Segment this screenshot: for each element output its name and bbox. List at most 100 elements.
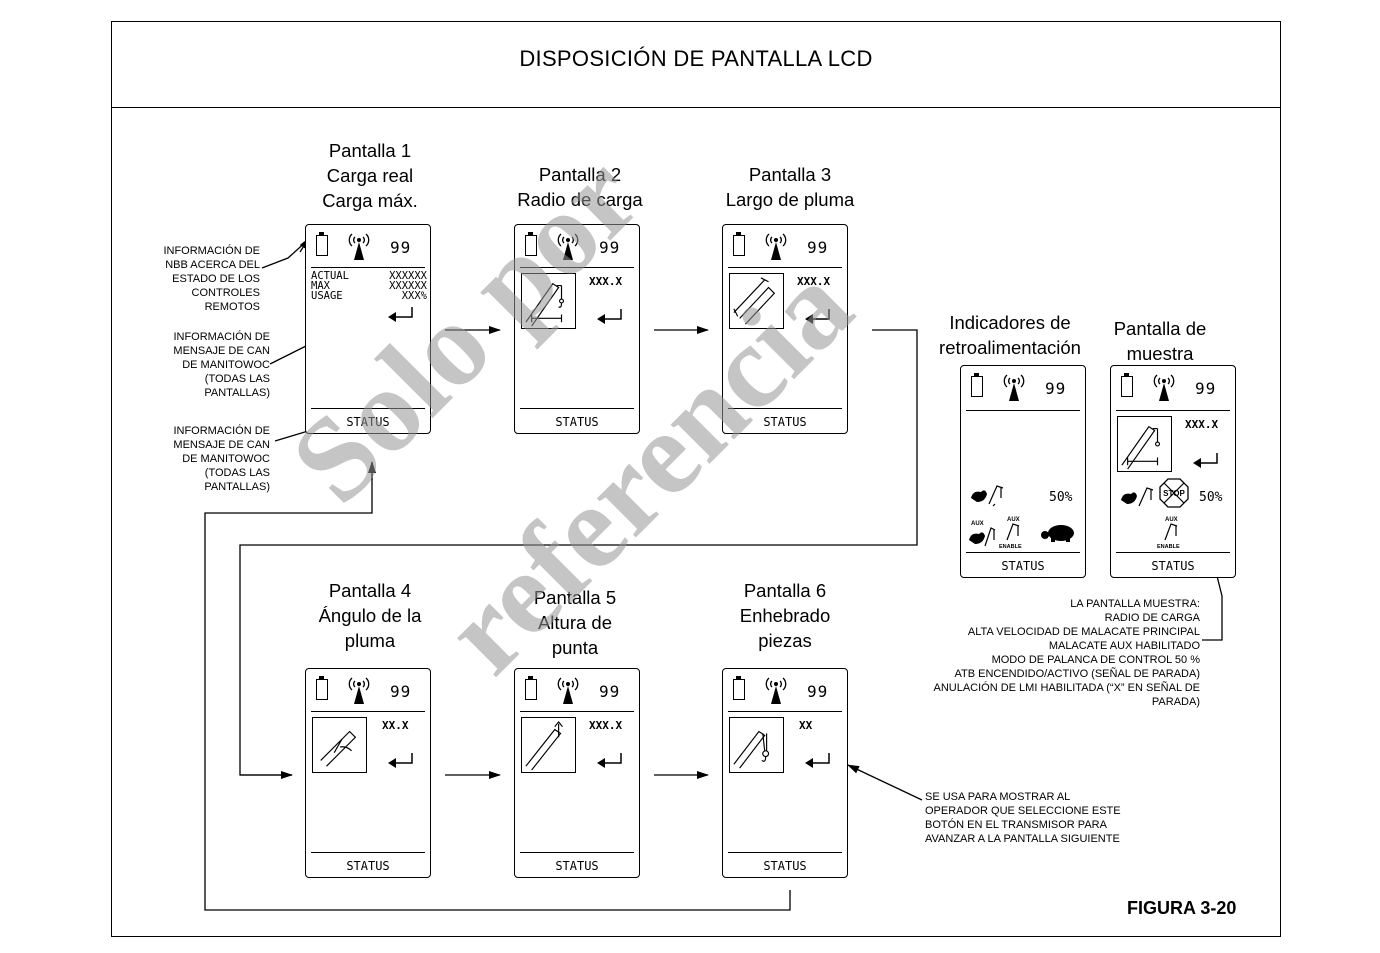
enter-arrow-icon: [597, 753, 622, 768]
signal-count: 99: [1195, 379, 1217, 398]
status-label: STATUS: [1001, 559, 1045, 573]
enter-arrow-icon: [805, 753, 830, 768]
aux-hoist-high-speed-icon: AUX: [969, 521, 996, 547]
bottom-divider: [1116, 552, 1230, 553]
signal-count: 99: [390, 238, 412, 257]
bottom-divider: [311, 408, 425, 409]
antenna-signal-icon: [557, 677, 579, 704]
leader-enter-button: [847, 764, 923, 801]
signal-count: 99: [807, 238, 829, 257]
load-radius-icon: [1117, 416, 1172, 472]
lcd-screen-4: 99 XX.X STATUS: [305, 668, 431, 878]
antenna-signal-icon: [557, 233, 579, 260]
top-divider: [311, 267, 425, 268]
signal-count: 99: [599, 682, 621, 701]
status-label: STATUS: [346, 415, 390, 429]
tip-height-value: XXX.X: [589, 719, 623, 732]
svg-text:ENABLE: ENABLE: [999, 544, 1022, 550]
aux-hoist-enable-icon: AUX ENABLE: [1157, 517, 1180, 550]
enter-arrow-icon: [805, 309, 830, 324]
svg-text:AUX: AUX: [971, 521, 984, 527]
enter-arrow-icon: [388, 753, 413, 768]
load-radius-value: XXX.X: [1185, 418, 1219, 431]
lcd-screen-5: 99 XXX.X STATUS: [514, 668, 640, 878]
battery-icon: [525, 232, 537, 256]
svg-text:ENABLE: ENABLE: [1157, 544, 1180, 550]
boom-angle-icon: [312, 717, 367, 773]
antenna-signal-icon: [765, 233, 787, 260]
bottom-divider: [520, 408, 634, 409]
aux-hoist-enable-icon: AUX ENABLE: [999, 517, 1022, 550]
top-divider: [520, 711, 634, 712]
lcd-screen-feedback: 99 50% AUX AUX ENABLE STATUS: [960, 365, 1086, 578]
turtle-slow-speed-icon: [1041, 525, 1074, 542]
signal-count: 99: [599, 238, 621, 257]
enter-arrow-icon: [597, 309, 622, 324]
lever-mode-percent: 50%: [1049, 490, 1073, 505]
top-divider: [311, 711, 425, 712]
battery-icon: [971, 373, 983, 397]
status-label: STATUS: [555, 415, 599, 429]
lcd-screen-2: 99 XXX.X STATUS: [514, 224, 640, 434]
signal-count: 99: [1045, 379, 1067, 398]
bottom-divider: [966, 552, 1080, 553]
antenna-signal-icon: [348, 233, 370, 260]
antenna-signal-icon: [1003, 374, 1025, 401]
antenna-signal-icon: [348, 677, 370, 704]
top-divider: [728, 267, 842, 268]
battery-icon: [316, 232, 328, 256]
boom-length-value: XXX.X: [797, 275, 831, 288]
battery-icon: [733, 232, 745, 256]
figure-title: DISPOSICIÓN DE PANTALLA LCD: [519, 46, 873, 71]
signal-count: 99: [390, 682, 412, 701]
svg-text:AUX: AUX: [1007, 517, 1020, 523]
lcd-screen-6: 99 XX STATUS: [722, 668, 848, 878]
leader-nbb: [261, 239, 309, 269]
figure-frame: [111, 21, 1281, 937]
parts-of-line-icon: [729, 717, 784, 773]
battery-icon: [525, 676, 537, 700]
load-radius-value: XXX.X: [589, 275, 623, 288]
top-divider: [728, 711, 842, 712]
signal-count: 99: [807, 682, 829, 701]
antenna-signal-icon: [1153, 374, 1175, 401]
battery-icon: [316, 676, 328, 700]
top-divider: [966, 410, 1080, 411]
main-hoist-high-speed-icon: [971, 485, 1004, 507]
bottom-divider: [728, 852, 842, 853]
svg-text:AUX: AUX: [1165, 517, 1178, 523]
figure-number: FIGURA 3-20: [1127, 898, 1237, 918]
antenna-signal-icon: [765, 677, 787, 704]
flow-line-6-1: [204, 462, 791, 911]
status-label: STATUS: [763, 415, 807, 429]
stop-sign-x-icon: STOP: [1159, 478, 1189, 508]
top-divider: [520, 267, 634, 268]
svg-text:STOP: STOP: [1163, 489, 1185, 498]
battery-icon: [733, 676, 745, 700]
status-label: STATUS: [763, 859, 807, 873]
top-divider: [1116, 410, 1230, 411]
enter-arrow-icon: [1193, 453, 1218, 468]
enter-arrow-icon: [388, 307, 413, 322]
tip-height-icon: [521, 717, 576, 773]
boom-angle-value: XX.X: [382, 719, 409, 732]
header-divider: [111, 107, 1281, 108]
lever-mode-percent: 50%: [1199, 490, 1223, 505]
battery-icon: [1121, 373, 1133, 397]
status-label: STATUS: [1151, 559, 1195, 573]
lcd-screen-sample: 99 XXX.X STOP 50% AUX ENABLE STATUS: [1110, 365, 1236, 578]
